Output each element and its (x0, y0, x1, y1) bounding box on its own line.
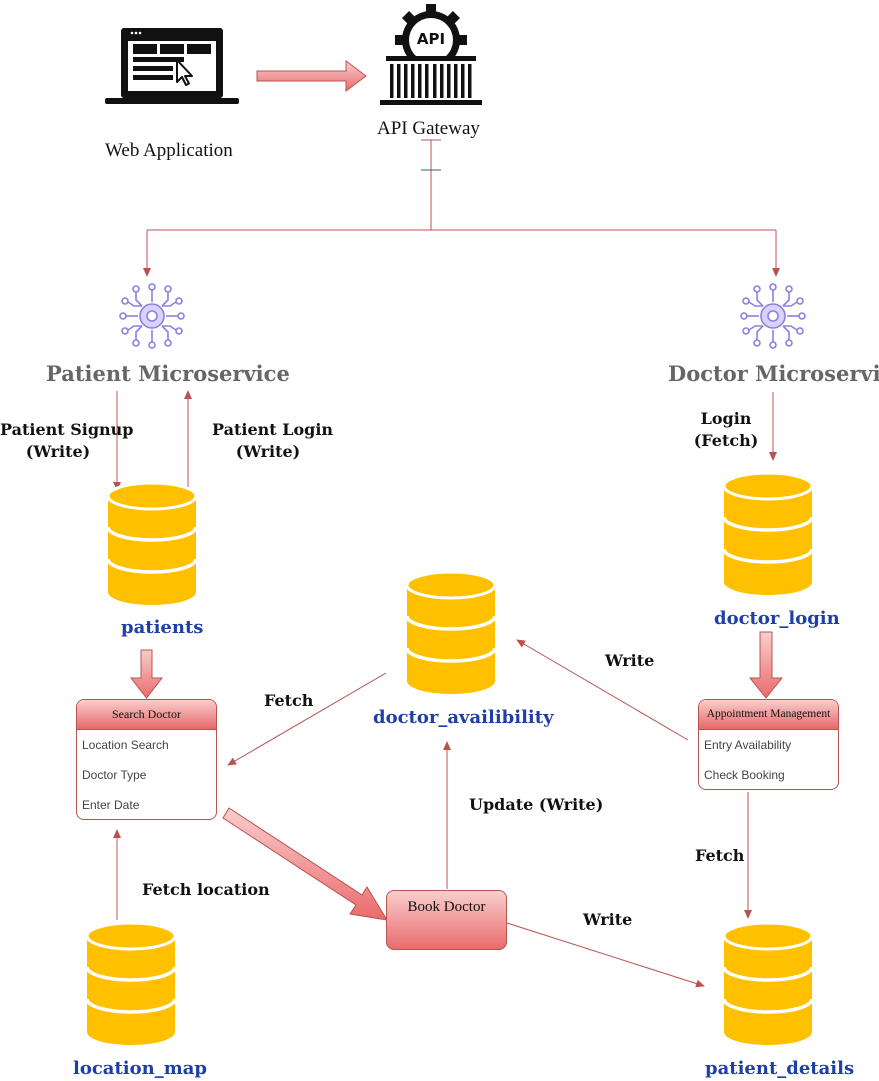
doctor-type-field[interactable]: Doctor Type (82, 768, 147, 782)
doctor-login-database-label: doctor_login (714, 608, 840, 629)
fetch-availability-arrow (227, 672, 387, 766)
doctor-login-label: Login(Fetch) (693, 409, 759, 450)
patients-database-label: patients (121, 617, 204, 638)
web-application-label: Web Application (105, 140, 233, 161)
doctor-login-database-icon (722, 472, 814, 595)
search-doctor-panel: Search Doctor Location Search Doctor Typ… (76, 699, 217, 820)
book-doctor-button[interactable]: Book Doctor (386, 890, 507, 950)
appointment-management-title: Appointment Management (699, 700, 838, 730)
location-search-field[interactable]: Location Search (82, 738, 169, 752)
doctorlogin-to-appointment-arrow (748, 631, 784, 699)
write-availability-arrow (516, 639, 689, 741)
write-booking-arrow (506, 922, 705, 988)
enter-date-field[interactable]: Enter Date (82, 798, 140, 812)
patient-microservice-label: Patient Microservice (46, 361, 290, 386)
search-doctor-title: Search Doctor (77, 700, 216, 730)
api-gateway-label: API Gateway (377, 118, 480, 139)
location-map-database-icon (85, 922, 177, 1045)
web-to-gateway-arrow (256, 60, 367, 92)
patients-database-icon (106, 482, 198, 605)
doctor-microservice-icon (740, 283, 806, 349)
doctor-availibility-database-icon (405, 571, 497, 694)
patient-details-database-icon (722, 922, 814, 1045)
patient-login-label: Patient Login(Write) (212, 420, 334, 461)
write-booking-label: Write (583, 910, 633, 929)
doctor-microservice-label: Doctor Microservice (668, 361, 879, 386)
patient-details-database-label: patient_details (705, 1058, 855, 1079)
doctor-availibility-database-label: doctor_availibility (373, 707, 554, 728)
check-booking-item[interactable]: Check Booking (704, 768, 785, 782)
patient-signup-label: Patient Signup(Write) (0, 420, 134, 461)
entry-availability-item[interactable]: Entry Availability (704, 738, 792, 752)
appointment-management-panel: Appointment Management Entry Availabilit… (698, 699, 839, 790)
search-to-book-arrow (222, 807, 388, 921)
fetch-booking-label: Fetch (695, 846, 745, 865)
fetch-location-label: Fetch location (142, 880, 270, 899)
laptop-icon (105, 28, 239, 104)
update-write-label: Update (Write) (469, 795, 604, 814)
api-badge: API (417, 30, 445, 48)
api-gateway-icon: API (380, 4, 482, 105)
location-map-database-label: location_map (73, 1058, 208, 1079)
fetch-availability-label: Fetch (264, 691, 314, 710)
patient-microservice-icon (119, 283, 185, 349)
write-availability-label: Write (605, 651, 655, 670)
patients-to-search-arrow (129, 649, 164, 699)
